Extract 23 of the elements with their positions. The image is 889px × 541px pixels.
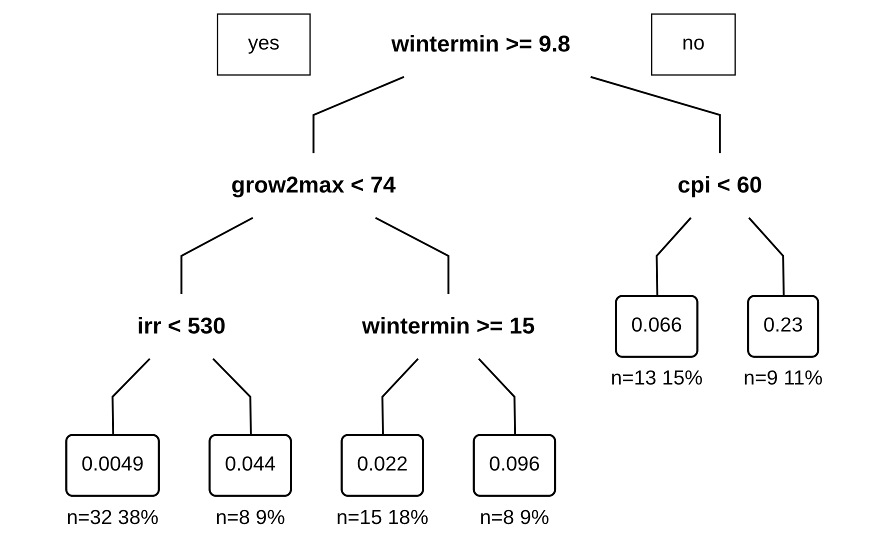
node-text: wintermin >= 9.8 [391, 31, 570, 57]
connector [375, 216, 450, 294]
sample-size-label: n=9 11% [744, 368, 823, 390]
sample-size-label: n=8 9% [480, 506, 550, 529]
node-text: wintermin >= 15 [362, 313, 535, 338]
connector [180, 216, 254, 294]
sample-size-label: n=8 9% [216, 506, 285, 529]
node-text: irr < 530 [137, 313, 226, 338]
connector [590, 76, 721, 154]
sample-size-label: n=15 18% [336, 506, 428, 529]
connector [381, 358, 419, 436]
connector [112, 358, 150, 436]
connector [656, 217, 692, 297]
connector [312, 76, 404, 154]
node-box: yes [216, 13, 311, 76]
node-text: cpi < 60 [678, 172, 762, 198]
connector [212, 358, 252, 436]
node-text: grow2max < 74 [231, 172, 396, 198]
sample-size-label: n=32 38% [66, 506, 159, 529]
node-box: no [651, 13, 736, 76]
connector [748, 217, 785, 297]
connector [478, 358, 516, 436]
sample-size-label: n=13 15% [610, 368, 703, 390]
